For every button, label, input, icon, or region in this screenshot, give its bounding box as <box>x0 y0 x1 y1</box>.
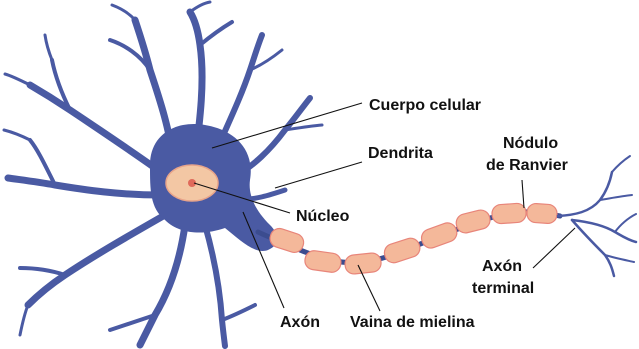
label-terminal-line2: terminal <box>472 280 534 297</box>
axon-terminal <box>558 156 636 276</box>
myelin-segment <box>344 252 382 275</box>
label-node-line2: de Ranvier <box>486 157 568 174</box>
myelin-segment <box>304 250 342 274</box>
myelin-segment <box>268 226 306 255</box>
label-myelin: Vaina de mielina <box>350 314 475 331</box>
myelin-segment <box>526 203 557 224</box>
myelin-segment <box>382 236 422 265</box>
label-cell-body: Cuerpo celular <box>369 97 481 114</box>
label-dendrite: Dendrita <box>368 145 433 162</box>
label-axon: Axón <box>280 314 320 331</box>
myelin-segment <box>491 203 526 224</box>
label-nucleus: Núcleo <box>296 208 350 225</box>
label-node-line1: Nódulo <box>503 135 558 152</box>
myelin-segment <box>419 220 459 250</box>
label-terminal-line1: Axón <box>482 258 522 275</box>
myelin-segment <box>454 208 492 235</box>
